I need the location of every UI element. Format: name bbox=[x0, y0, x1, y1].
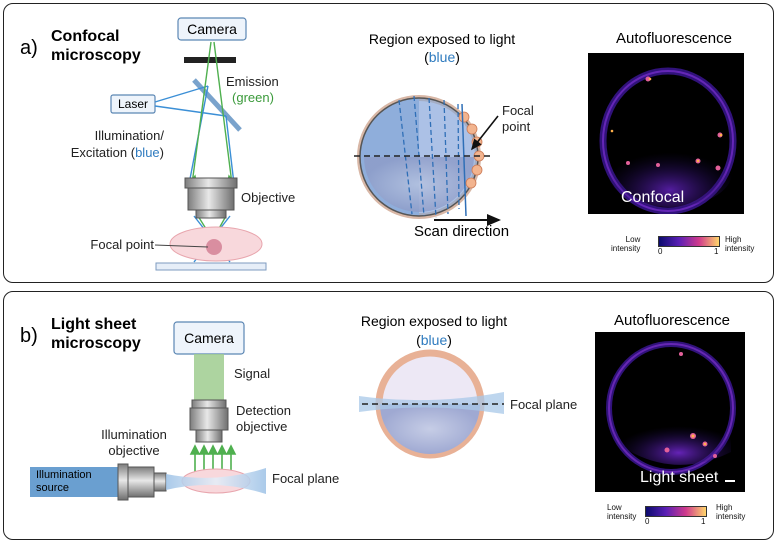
light-sheet bbox=[166, 468, 266, 494]
panel-confocal: a) Confocal microscopy Camera Laser Emis… bbox=[3, 3, 774, 283]
objective-label: Objective bbox=[241, 190, 295, 205]
excitation-label: Excitation (blue) bbox=[71, 145, 164, 160]
confocal-diagram: a) Confocal microscopy Camera Laser Emis… bbox=[20, 17, 732, 271]
focal-plane-label-left: Focal plane bbox=[272, 471, 339, 486]
focal-point-leader bbox=[154, 244, 209, 248]
light-sheet-diagram: b) Light sheet microscopy Camera Signal … bbox=[20, 312, 730, 501]
signal-label: Signal bbox=[234, 366, 270, 381]
panel-light-sheet: b) Light sheet microscopy Camera Signal … bbox=[3, 291, 774, 540]
region-color-b: (blue) bbox=[416, 332, 452, 348]
emission-label: Emission bbox=[226, 74, 279, 89]
region-title-b: Region exposed to light bbox=[361, 313, 507, 329]
illum-source-label-2: source bbox=[36, 482, 69, 494]
cbar-max-b: 1 bbox=[701, 517, 706, 526]
scan-direction-label: Scan direction bbox=[414, 223, 509, 240]
pinhole bbox=[184, 57, 236, 63]
illumination-source bbox=[30, 467, 118, 497]
embryo-confocal bbox=[357, 95, 485, 219]
focal-plane-label-mid: Focal plane bbox=[510, 397, 577, 412]
autofluorescence-title-b: Autofluorescence bbox=[614, 312, 730, 329]
illumination-objective bbox=[117, 463, 167, 501]
autofluorescence-title: Autofluorescence bbox=[616, 30, 732, 47]
focal-spot bbox=[206, 239, 222, 255]
slide bbox=[155, 262, 267, 271]
detection-label-2: objective bbox=[236, 419, 287, 434]
light-sheet-mid bbox=[359, 392, 504, 414]
focal-point-mid-1: Focal bbox=[502, 103, 534, 118]
current-focal-plane bbox=[461, 103, 467, 217]
detection-label-1: Detection bbox=[236, 403, 291, 418]
camera-box bbox=[177, 17, 247, 41]
title-line1: Confocal bbox=[51, 28, 119, 45]
region-color: (blue) bbox=[424, 49, 460, 65]
signal-beam bbox=[194, 354, 224, 400]
objective-lens bbox=[184, 177, 238, 219]
focal-point-label: Focal point bbox=[90, 237, 154, 252]
title-line2: microscopy bbox=[51, 47, 141, 64]
cbar-min: 0 bbox=[658, 247, 663, 256]
light-sheet-image bbox=[595, 332, 745, 492]
laser-box bbox=[110, 94, 156, 114]
region-title: Region exposed to light bbox=[369, 31, 515, 47]
title-line2-b: microscopy bbox=[51, 335, 141, 352]
colorbar bbox=[658, 236, 720, 247]
confocal-image-label: Confocal bbox=[621, 189, 685, 206]
title-line1-b: Light sheet bbox=[51, 316, 137, 333]
laser-label: Laser bbox=[118, 97, 148, 111]
panel-letter-b: b) bbox=[20, 325, 38, 347]
focal-point-mid-2: point bbox=[502, 119, 531, 134]
focal-point-arrow bbox=[471, 115, 499, 151]
illumination-label: Illumination/ bbox=[95, 128, 165, 143]
illum-obj-label-1: Illumination bbox=[101, 427, 167, 442]
camera-label-b: Camera bbox=[184, 330, 234, 346]
illum-obj-label-2: objective bbox=[108, 443, 159, 458]
cbar-max: 1 bbox=[714, 247, 719, 256]
cbar-min-b: 0 bbox=[645, 517, 650, 526]
confocal-image bbox=[588, 53, 744, 215]
emission-color-label: (green) bbox=[232, 90, 274, 105]
light-sheet-image-label: Light sheet bbox=[640, 469, 719, 486]
illum-source-label-1: Illumination bbox=[36, 469, 92, 481]
camera-label: Camera bbox=[187, 21, 237, 37]
colorbar-b bbox=[645, 506, 707, 517]
detection-objective bbox=[189, 399, 229, 443]
panel-letter-a: a) bbox=[20, 37, 38, 59]
